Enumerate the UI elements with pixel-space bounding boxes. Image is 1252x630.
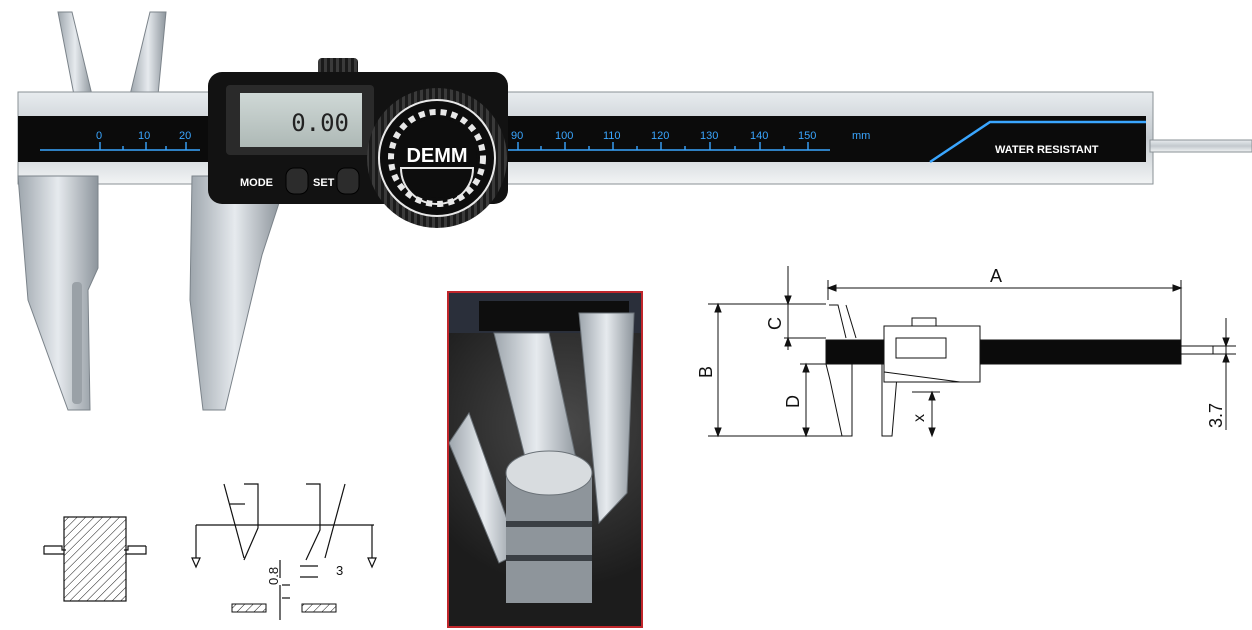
thumb-screw: [318, 58, 358, 76]
scale-number: 120: [651, 130, 669, 142]
brand-name: DEMM: [406, 145, 467, 167]
set-label: SET: [313, 177, 335, 189]
gear-teeth: [388, 109, 486, 207]
water-resistant-label: WATER RESISTANT: [995, 144, 1099, 156]
mode-label: MODE: [240, 177, 273, 189]
scale-number: 10: [138, 130, 150, 142]
fixed-lower-jaw: [17, 175, 99, 411]
lcd-screen: [240, 93, 362, 147]
scale-band: [18, 116, 1146, 162]
scale-number: 140: [750, 130, 768, 142]
scale-number: 90: [511, 130, 523, 142]
unit-label: mm: [852, 130, 870, 142]
lcd-reading: 0.00: [291, 109, 349, 137]
mode-button[interactable]: [285, 167, 309, 195]
scale-number: 20: [179, 130, 191, 142]
measurement-photo: [447, 291, 643, 628]
set-button[interactable]: [336, 167, 360, 195]
fixed-upper-jaw: [57, 11, 93, 96]
scale-number: 130: [700, 130, 718, 142]
sliding-upper-jaw: [129, 11, 167, 96]
depth-rod: [1149, 139, 1252, 153]
sliding-lower-jaw: [189, 175, 281, 411]
scale-ticks: [40, 142, 830, 151]
jaw-slot: [72, 282, 82, 404]
scale-number: 100: [555, 130, 573, 142]
water-resistant-stripe: [929, 120, 1146, 164]
scale-number: 110: [603, 130, 621, 142]
scale-number: 0: [96, 130, 102, 142]
scale-number: 150: [798, 130, 816, 142]
